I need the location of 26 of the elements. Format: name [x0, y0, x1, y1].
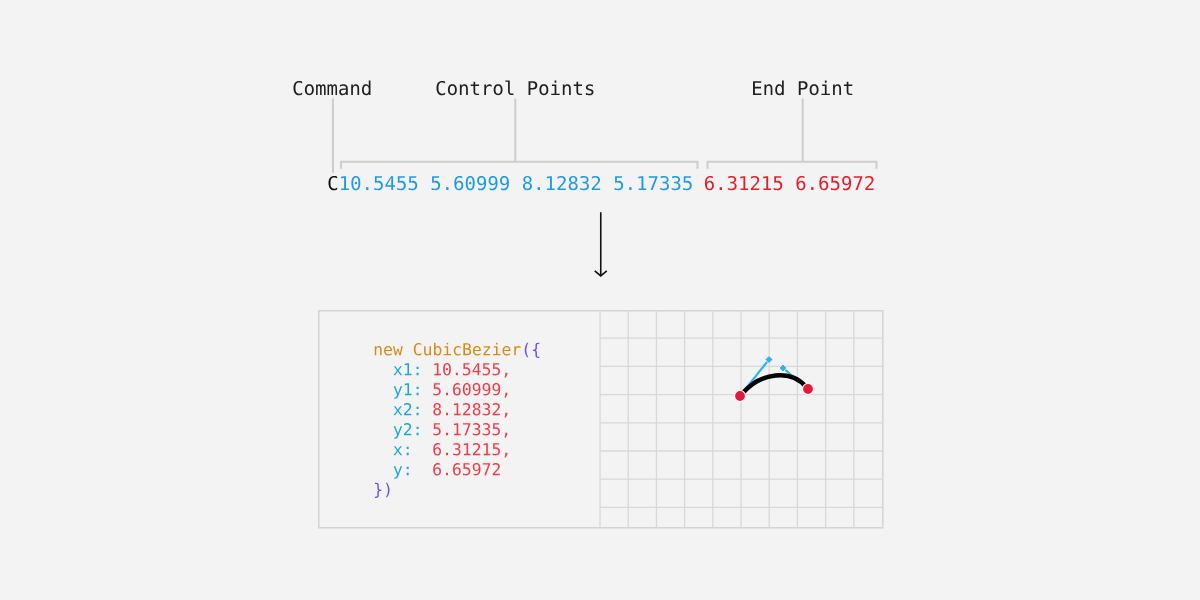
leader-line	[801, 97, 804, 163]
node-label: x:	[393, 446, 409, 456]
node-label: new CubicBezier	[374, 342, 521, 356]
leader-line	[514, 97, 517, 163]
node-label: ({	[524, 342, 540, 358]
node-label: })	[374, 482, 390, 498]
node-label: 8.12832,	[433, 403, 508, 418]
code-text: new CubicBezier ({ x1: 10.5455, y1: 5.60999, x2: 8.12832, y2: 5.17335, x: 6.31215, y: 6.65972 })	[374, 342, 540, 498]
label: Control Points	[436, 80, 594, 96]
arrow	[593, 211, 608, 277]
node-label: y2:	[393, 423, 419, 439]
node-label: y:	[393, 466, 409, 479]
node-label: 6.65972	[433, 463, 500, 476]
node-label: 5.17335,	[433, 423, 508, 438]
coordinate-values: 6.31215 6.65972	[704, 175, 874, 191]
node-label: 6.31215,	[433, 443, 508, 458]
coordinate-values: 10.5455 5.60999 8.12832 5.17335	[341, 175, 692, 191]
command-letter: C	[328, 175, 338, 191]
leader-line	[331, 97, 334, 174]
label: Command	[293, 80, 371, 96]
node-label: 10.5455,	[434, 363, 508, 378]
node-label: 5.60999,	[433, 383, 508, 398]
label: End Point	[753, 80, 853, 96]
node-label: y1:	[393, 383, 419, 399]
node-label: x1:	[393, 363, 419, 376]
node-label: x2:	[393, 403, 419, 416]
